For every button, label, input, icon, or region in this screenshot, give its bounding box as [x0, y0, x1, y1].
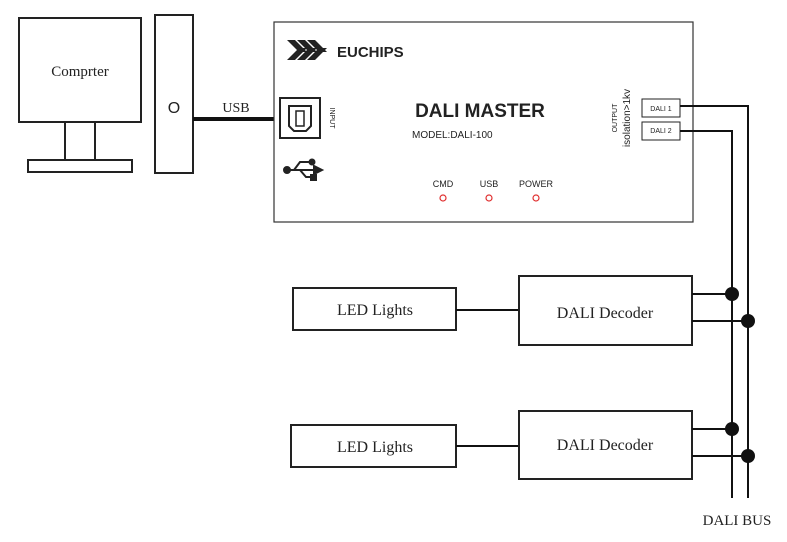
- master-model: MODEL:DALI-100: [412, 130, 493, 141]
- indicator-power: POWER: [519, 179, 554, 202]
- usb-b-input-port: [279, 97, 321, 139]
- output-port-dali1: [641, 98, 681, 118]
- node-1: LED Lights DALI Decoder: [292, 275, 755, 346]
- monitor-base: [27, 159, 133, 173]
- led-icon: [532, 194, 540, 202]
- output-label: OUTPUT: [612, 103, 619, 133]
- usb-icon: [283, 158, 325, 181]
- dali-master-box: [273, 21, 694, 223]
- led-lights-box: [292, 287, 457, 331]
- monitor-neck: [64, 121, 96, 161]
- indicator-label: POWER: [519, 179, 554, 189]
- led-icon: [485, 194, 493, 202]
- master-title: DALI MASTER: [415, 101, 545, 122]
- dali-bus-label: DALI BUS: [703, 513, 772, 529]
- computer: Comprter: [18, 17, 142, 173]
- isolation-label: isolation>1kv: [622, 89, 633, 147]
- pc-tower: [154, 14, 194, 174]
- usb-cable-label: USB: [222, 101, 249, 116]
- junction-dot: [741, 314, 755, 328]
- computer-label: Comprter: [51, 64, 109, 80]
- junction-dot: [725, 287, 739, 301]
- indicator-label: CMD: [433, 179, 454, 189]
- indicator-cmd: CMD: [433, 179, 454, 202]
- node-2: LED Lights DALI Decoder: [290, 410, 755, 480]
- port-label: DALI 2: [650, 128, 672, 135]
- monitor-screen: [18, 17, 142, 123]
- indicator-label: USB: [480, 179, 499, 189]
- dali-bus-wires: [680, 105, 749, 498]
- dali-decoder-box: [518, 275, 693, 346]
- input-label: INPUT: [328, 108, 335, 130]
- indicator-usb: USB: [480, 179, 499, 202]
- port-label: DALI 1: [650, 106, 672, 113]
- usb-port-symbol: O: [168, 100, 180, 117]
- led-lights-label: LED Lights: [337, 439, 413, 456]
- brand-name: EUCHIPS: [337, 44, 404, 61]
- dali-decoder-label: DALI Decoder: [557, 305, 654, 322]
- dali-decoder-box: [518, 410, 693, 480]
- junction-dot: [725, 422, 739, 436]
- led-lights-box: [290, 424, 457, 468]
- junction-dot: [741, 449, 755, 463]
- dali-master: EUCHIPS INPUT DALI MASTER MODEL:DALI-100…: [273, 21, 694, 223]
- led-lights-label: LED Lights: [337, 302, 413, 319]
- dali-decoder-label: DALI Decoder: [557, 437, 654, 454]
- led-icon: [439, 194, 447, 202]
- euchips-logo-icon: [287, 40, 327, 60]
